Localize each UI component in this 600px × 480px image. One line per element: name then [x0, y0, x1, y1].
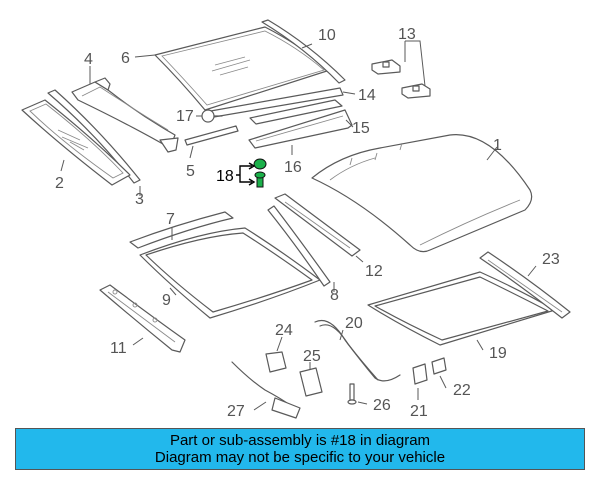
- callout-9: 9: [162, 292, 171, 309]
- part-24-motor: [265, 351, 287, 373]
- part-18-arrow-bottom: [248, 178, 256, 186]
- part-11-rail: [99, 284, 186, 353]
- callout-23: 23: [542, 251, 560, 268]
- part-26-screw: [347, 383, 357, 405]
- part-10-strip: [261, 19, 346, 84]
- callout-20: 20: [345, 315, 363, 332]
- part-20-cable: [314, 319, 401, 382]
- part-15-rail: [249, 99, 343, 125]
- part-21-bracket: [412, 363, 428, 385]
- banner-line-1: Part or sub-assembly is #18 in diagram: [169, 432, 431, 449]
- callout-8: 8: [330, 287, 339, 304]
- part-8-strip: [267, 205, 331, 287]
- callout-18: 18: [216, 168, 234, 185]
- leader-lines: [60, 40, 537, 411]
- callout-26: 26: [373, 397, 391, 414]
- part-18-arrow-top: [248, 162, 256, 170]
- callout-11: 11: [110, 340, 127, 357]
- callout-21: 21: [410, 403, 428, 420]
- part-22-bracket: [431, 357, 447, 375]
- callout-1: 1: [493, 137, 502, 154]
- part-3-strip: [47, 89, 141, 184]
- callout-27: 27: [227, 403, 245, 420]
- callout-7: 7: [166, 211, 175, 228]
- part-23-rail: [479, 251, 571, 319]
- part-1-roof: [311, 134, 533, 253]
- callout-25: 25: [303, 348, 321, 365]
- part-13-brackets: [371, 59, 431, 99]
- part-5-clip: [184, 125, 239, 146]
- callout-22: 22: [453, 382, 471, 399]
- callout-17: 17: [176, 108, 194, 125]
- part-2-glass: [21, 99, 131, 186]
- part-25-unit: [299, 367, 323, 397]
- info-banner: Part or sub-assembly is #18 in diagram D…: [15, 428, 585, 470]
- callout-6: 6: [121, 50, 130, 67]
- callout-15: 15: [352, 120, 370, 137]
- part-27-harness: [231, 361, 301, 419]
- callout-14: 14: [358, 87, 376, 104]
- callout-16: 16: [284, 159, 302, 176]
- callout-19: 19: [489, 345, 507, 362]
- callout-12: 12: [365, 263, 383, 280]
- part-12-strip: [274, 193, 361, 257]
- callout-2: 2: [55, 175, 64, 192]
- callout-3: 3: [135, 191, 144, 208]
- callout-5: 5: [186, 163, 195, 180]
- callout-4: 4: [84, 51, 93, 68]
- part-16-deflector: [248, 109, 353, 149]
- part-7-frame: [129, 211, 234, 249]
- banner-line-2: Diagram may not be specific to your vehi…: [154, 449, 446, 466]
- callout-10: 10: [318, 27, 336, 44]
- part-18-bracket: [236, 165, 252, 183]
- callout-13: 13: [398, 26, 416, 43]
- part-18-highlighted: [253, 158, 267, 188]
- part-4-frame: [71, 77, 179, 153]
- callout-24: 24: [275, 322, 293, 339]
